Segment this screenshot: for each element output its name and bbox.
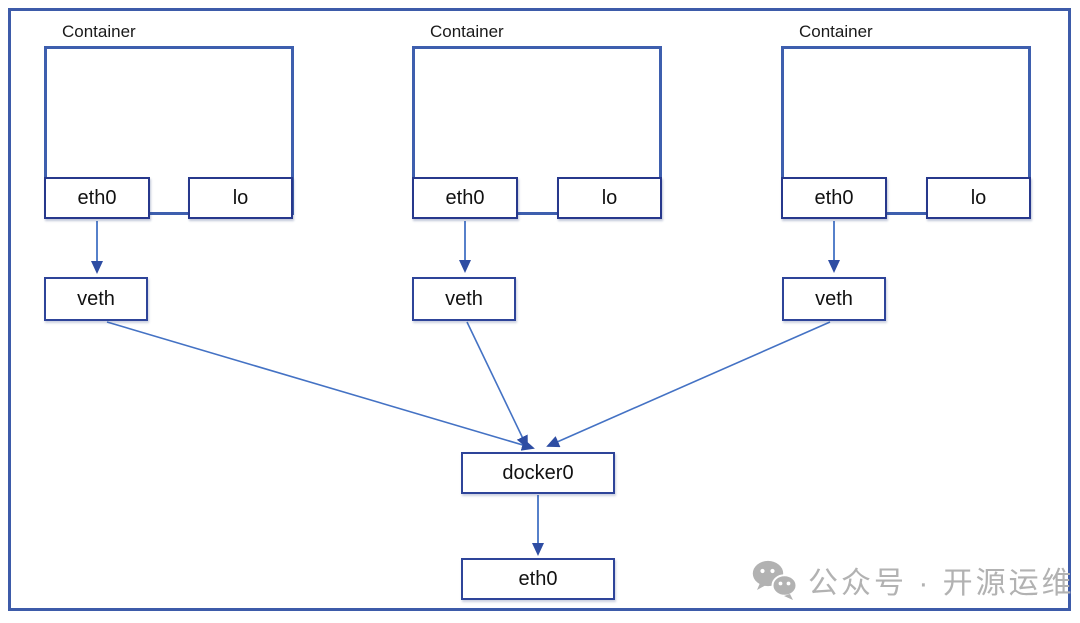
host-eth0-label: eth0 — [518, 567, 558, 590]
container-3-eth0-box: eth0 — [781, 177, 887, 219]
wechat-icon — [752, 560, 798, 600]
veth-2-box: veth — [412, 277, 516, 321]
container-3-eth0-label: eth0 — [814, 186, 854, 209]
host-eth0-box: eth0 — [461, 558, 615, 600]
container-2-label: Container — [430, 22, 504, 41]
docker0-box: docker0 — [461, 452, 615, 494]
container-1-eth0-box: eth0 — [44, 177, 150, 219]
veth-3-label: veth — [815, 287, 853, 310]
veth-2-label: veth — [445, 287, 483, 310]
container-3-label: Container — [799, 22, 873, 41]
container-3-lo-box: lo — [926, 177, 1031, 219]
container-1-eth0-label: eth0 — [77, 186, 117, 209]
watermark: 公众号 · 开源运维 — [752, 558, 1075, 602]
container-1-lo-box: lo — [188, 177, 293, 219]
veth-1-box: veth — [44, 277, 148, 321]
container-1-lo-label: lo — [232, 186, 249, 209]
container-2-eth0-label: eth0 — [445, 186, 485, 209]
container-1-label: Container — [62, 22, 136, 41]
veth-3-box: veth — [782, 277, 886, 321]
container-2-lo-label: lo — [601, 186, 618, 209]
container-2-lo-box: lo — [557, 177, 662, 219]
container-3-lo-label: lo — [970, 186, 987, 209]
veth-1-label: veth — [77, 287, 115, 310]
watermark-text: 公众号 · 开源运维 — [808, 567, 1075, 600]
container-2-eth0-box: eth0 — [412, 177, 518, 219]
docker0-label: docker0 — [502, 461, 574, 484]
